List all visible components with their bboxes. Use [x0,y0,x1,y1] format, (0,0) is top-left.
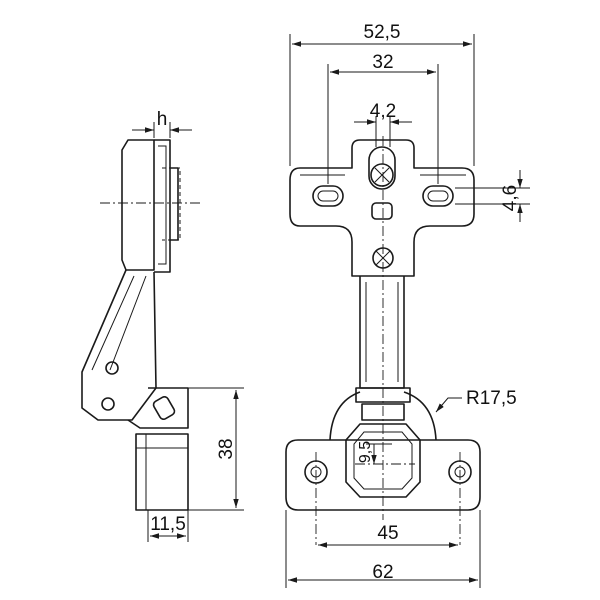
square-hole [371,202,393,220]
side-arm [81,269,157,421]
dim-label-side-depth: 11,5 [150,514,186,535]
right-slot [422,185,454,207]
dim-label-side-height: 38 [216,438,237,459]
dim-label-radius: R17,5 [466,388,517,409]
dim-label-slot-spacing: 32 [372,52,393,73]
side-plate [121,139,155,271]
side-cup [127,387,189,429]
center-slot [368,146,396,190]
pivot-upper [105,361,119,375]
side-view [81,139,200,511]
hinge-arm [359,276,405,389]
dim-label-overlay: h [157,109,168,130]
front-view [285,136,481,545]
cross-screw-icon [370,163,394,187]
dim-label-base-hole-spacing: 45 [377,523,398,544]
dim-label-base-width: 62 [372,562,393,583]
pivot-lower [101,397,115,411]
dim-label-slot-height: 4,6 [500,185,521,211]
dim-label-overall-plate: 52,5 [364,22,401,43]
dim-label-slot-width: 4,2 [370,101,396,122]
radius-arc [329,391,437,441]
hinge-cup [361,403,405,421]
left-slot [312,185,344,207]
dimension-lines [132,34,530,588]
mounting-plate [289,139,475,277]
dim-label-cup-offset: 9,5 [357,441,374,463]
